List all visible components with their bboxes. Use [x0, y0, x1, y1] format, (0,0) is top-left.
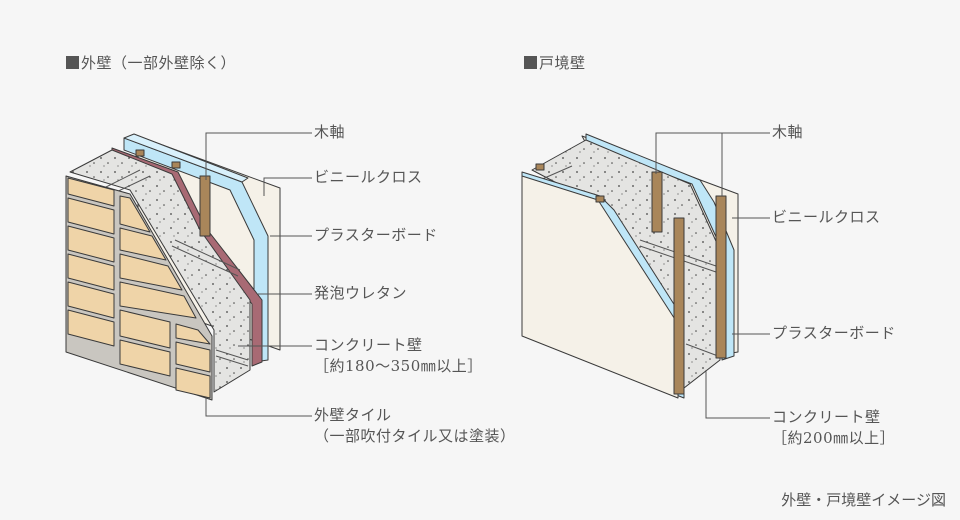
wood-stud [199, 175, 211, 237]
concrete-wall-title: コンクリート壁 [314, 336, 423, 354]
party-leader-lines [655, 132, 770, 419]
exterior-leader-lines [205, 132, 312, 417]
label-plasterboard: プラスターボード [314, 226, 438, 244]
concrete-layer [69, 149, 251, 393]
party-wall-illustration [521, 133, 739, 399]
party-wall-heading: 戸境壁 [524, 52, 586, 73]
label-vinyl-cloth: ビニールクロス [314, 168, 423, 186]
exterior-wall-illustration [65, 133, 281, 401]
square-bullet-icon [524, 56, 537, 69]
wood-stud [715, 195, 727, 359]
exterior-tile-note: （一部吹付タイル又は塗装） [314, 427, 516, 445]
concrete-wall-thickness: ［約180〜350㎜以上］ [314, 357, 483, 375]
figure-caption: 外壁・戸境壁イメージ図 [781, 491, 946, 509]
concrete-wall-party-title: コンクリート壁 [772, 408, 881, 426]
wood-stud [673, 217, 685, 395]
label-vinyl-cloth-party: ビニールクロス [772, 208, 881, 226]
label-concrete-wall: コンクリート壁 ［約180〜350㎜以上］ [314, 335, 483, 377]
exterior-wall-heading: 外壁（一部外壁除く） [66, 52, 236, 73]
exterior-wall-title: 外壁（一部外壁除く） [81, 54, 237, 72]
party-wall-title: 戸境壁 [539, 54, 586, 72]
exterior-tile-title: 外壁タイル [314, 406, 392, 424]
label-wood-frame-party: 木軸 [772, 123, 804, 141]
label-concrete-wall-party: コンクリート壁 ［約200㎜以上］ [772, 407, 895, 449]
concrete-wall-party-thickness: ［約200㎜以上］ [772, 429, 896, 447]
label-urethane-foam: 発泡ウレタン [314, 284, 408, 302]
label-plasterboard-party: プラスターボード [772, 324, 896, 342]
label-wood-frame: 木軸 [314, 123, 346, 141]
wood-stud [651, 171, 663, 233]
label-exterior-tile: 外壁タイル （一部吹付タイル又は塗装） [314, 405, 516, 447]
square-bullet-icon [66, 56, 79, 69]
